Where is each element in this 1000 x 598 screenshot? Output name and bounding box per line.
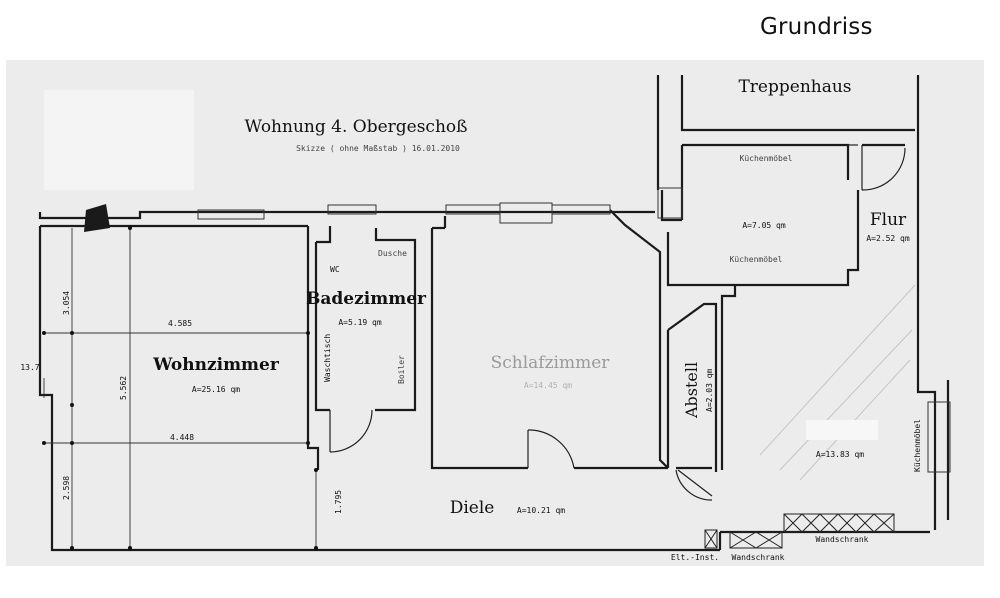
fixture-shower: Dusche	[378, 249, 407, 258]
room-name-corridor: Diele	[450, 498, 495, 518]
room-area-bath: A=5.19 qm	[338, 318, 382, 327]
room-name-living: Wohnzimmer	[152, 355, 280, 375]
page-title: Grundriss	[760, 14, 873, 40]
room-area-hall: A=2.52 qm	[866, 234, 910, 243]
fixture-kitchen-bottom: Küchenmöbel	[730, 255, 783, 264]
fixture-wc: WC	[330, 265, 340, 274]
room-name-storage: Abstell	[682, 362, 701, 419]
room-area-living: A=25.16 qm	[192, 385, 240, 394]
label-installation: Elt.-Inst.	[671, 553, 719, 562]
doors	[329, 144, 906, 501]
dim-5562: 5.562	[119, 376, 128, 400]
wardrobes	[704, 513, 895, 549]
fixture-washstand: Waschtisch	[323, 334, 332, 382]
dim-13-7: 13.7	[20, 363, 39, 372]
dimension-ticks	[42, 226, 318, 550]
dim-3054: 3.054	[62, 291, 71, 315]
room-area-bedroom: A=14.45 qm	[524, 381, 572, 390]
room-area-kitchen: A=7.05 qm	[742, 221, 786, 230]
fixture-eat-in-kitchen: Küchenmöbel	[913, 419, 922, 472]
fixture-boiler: Boiler	[397, 355, 406, 384]
room-area-eat-in-kitchen: A=13.83 qm	[816, 450, 864, 459]
room-name-bedroom: Schlafzimmer	[491, 353, 611, 373]
room-name-stairwell: Treppenhaus	[738, 77, 851, 97]
dim-4585: 4.585	[168, 319, 192, 328]
room-name-bath: Badezimmer	[306, 289, 427, 309]
dim-1795: 1.795	[334, 490, 343, 514]
scan-artifacts	[44, 90, 878, 440]
label-wardrobe-1: Wandschrank	[732, 553, 785, 562]
dim-4448: 4.448	[170, 433, 194, 442]
plan-heading: Wohnung 4. Obergeschoß	[245, 117, 468, 137]
fixture-kitchen-top: Küchenmöbel	[740, 154, 793, 163]
dimension-lines	[43, 228, 317, 548]
room-area-corridor: A=10.21 qm	[517, 506, 565, 515]
room-name-hall: Flur	[870, 210, 907, 230]
windows	[197, 187, 951, 473]
room-area-storage: A=2.03 qm	[705, 368, 714, 412]
label-wardrobe-2: Wandschrank	[816, 535, 869, 544]
plan-subtitle: Skizze ( ohne Maßstab ) 16.01.2010	[296, 144, 460, 153]
dim-2598: 2.598	[62, 476, 71, 500]
